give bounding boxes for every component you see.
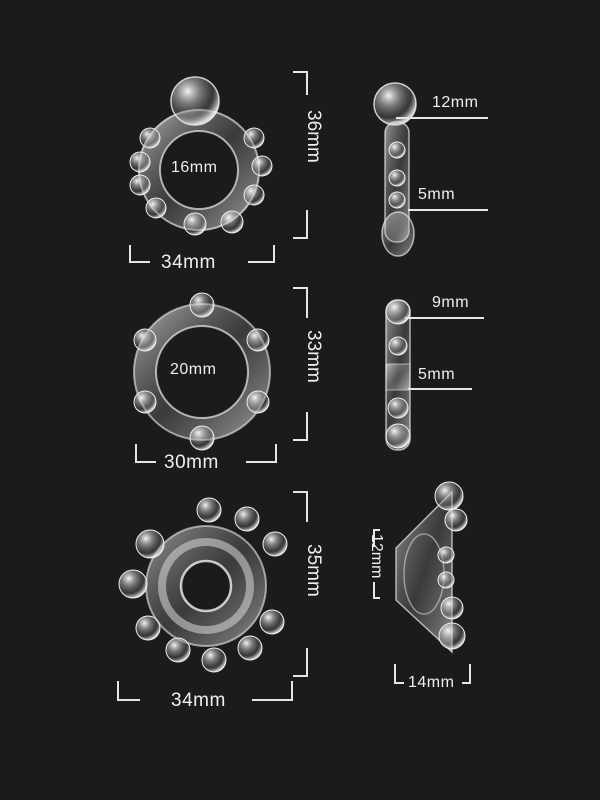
ring-2-height-label: 33mm <box>303 330 324 383</box>
ring-2-inner-diameter: 20mm <box>170 361 217 378</box>
ring-2-side-dimensions <box>405 317 484 390</box>
ring-1-side-dimensions <box>396 117 488 211</box>
ring-2-front <box>133 292 271 451</box>
ring-1-width-label: 34mm <box>161 252 216 273</box>
ring-3-width-label: 34mm <box>171 690 226 711</box>
ring-3-side-height-label: 12mm <box>368 534 385 579</box>
large-bead-icon <box>170 76 220 126</box>
ring-1-height-label: 36mm <box>303 110 324 163</box>
ring-1-dimensions <box>129 71 308 263</box>
ring-1-inner-diameter: 16mm <box>171 159 218 176</box>
ring-1-side <box>373 82 417 257</box>
ring-2-dimensions <box>135 287 308 463</box>
ring-3-front <box>118 497 288 673</box>
ring-2-width-label: 30mm <box>164 452 219 473</box>
ring-2-band-width-label: 5mm <box>418 366 456 383</box>
ring-3-side <box>395 481 468 654</box>
ring-1-bead-size-label: 12mm <box>432 94 479 111</box>
ring-3-side-dimensions <box>373 529 471 684</box>
ring-3-side-width-label: 14mm <box>408 674 455 691</box>
ring-2-side <box>385 299 411 451</box>
ring-1-front <box>129 76 273 236</box>
ring-3-dimensions <box>117 491 308 701</box>
ring-3-height-label: 35mm <box>303 544 324 597</box>
ring-2-bead-size-label: 9mm <box>432 294 470 311</box>
ring-1-band-width-label: 5mm <box>418 186 456 203</box>
